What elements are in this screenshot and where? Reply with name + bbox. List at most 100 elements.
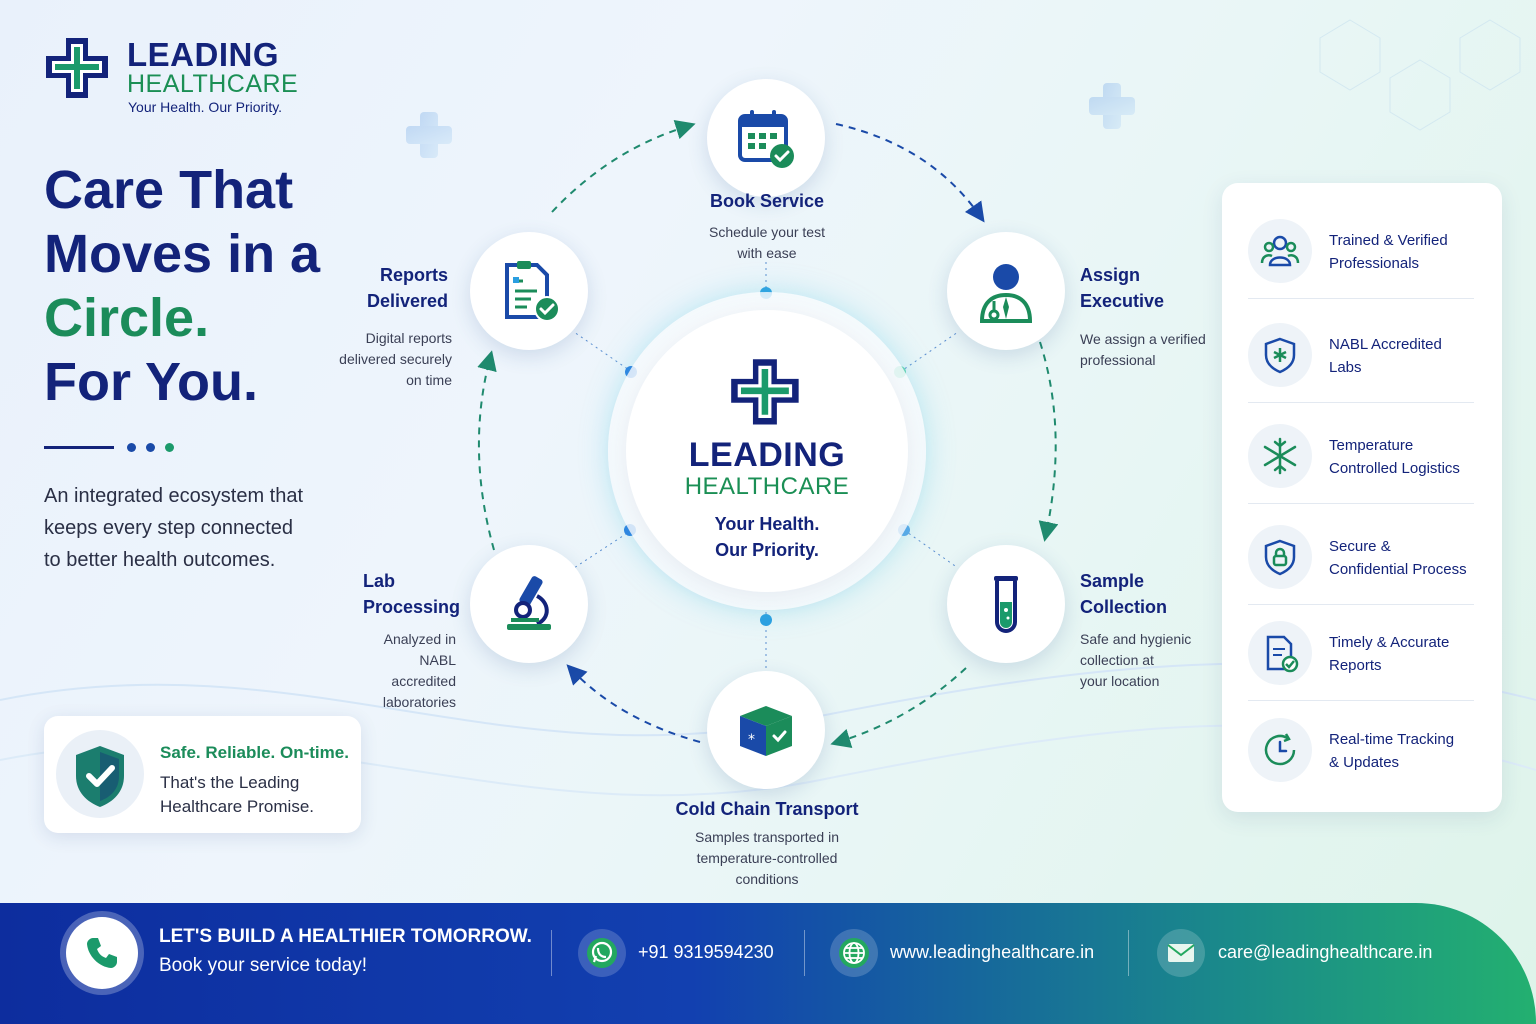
brand-logo-icon [46,38,108,98]
footer-email-link[interactable]: care@leadinghealthcare.in [1218,942,1433,962]
document-check-icon [1248,621,1312,685]
feature-line: Labs [1329,359,1362,376]
step-sample-collection-title: Sample Collection [1080,568,1167,620]
footer-separator [1128,930,1129,976]
feature-divider [1248,700,1474,701]
title-line: Sample [1080,571,1145,591]
desc-line: Schedule your test [709,224,825,240]
brand-name-line1: LEADING [127,36,279,73]
step-reports-delivered-title: Reports Delivered [300,262,448,314]
feature-divider [1248,298,1474,299]
title-line: Processing [363,597,461,617]
title-line: Collection [1080,597,1168,617]
hero-line1: Care That [44,160,294,220]
desc-line: your location [1080,673,1160,689]
desc-line: Analyzed in NABL [383,631,456,668]
center-name-line1: LEADING [688,436,846,474]
footer-separator [551,930,552,976]
shield-snowflake-icon [1248,323,1312,387]
call-button[interactable] [66,917,138,989]
desc-line: with ease [737,245,797,261]
desc-line: temperature-controlled [696,850,838,866]
calendar-check-icon [738,110,794,168]
test-tube-icon [994,576,1018,633]
feature-divider [1248,402,1474,403]
whatsapp-icon[interactable] [578,929,626,977]
feature-line: Controlled Logistics [1329,460,1460,477]
step-book-service-title: Book Service [709,191,825,211]
brand-tagline: Your Health. Our Priority. [128,99,283,115]
footer-website-link[interactable]: www.leadinghealthcare.in [890,942,1095,962]
step-assign-executive-title: Assign Executive [1080,262,1164,314]
desc-line: conditions [735,871,799,887]
feature-line: & Updates [1329,754,1400,771]
feature-divider [1248,503,1474,504]
desc-line: Digital reports [365,330,452,346]
feature-line: Reports [1329,657,1382,674]
shield-lock-icon [1248,525,1312,589]
globe-icon[interactable] [830,929,878,977]
feature-line: Professionals [1329,255,1420,272]
svg-text:*: * [748,732,755,748]
center-tag-line1: Your Health. [714,514,820,534]
title-line: Delivered [366,291,448,311]
center-name-line2: HEALTHCARE [684,473,850,500]
snowflake-icon [1248,424,1312,488]
cold-box-icon: * [740,706,792,756]
phone-icon [87,938,117,968]
feature-line: Secure & [1329,538,1391,555]
team-icon [1248,219,1312,283]
promise-body: That's the Leading Healthcare Promise. [160,773,315,816]
desc-line: laboratories [382,694,456,710]
desc-line: accredited [391,673,456,689]
step-assign-executive-desc: We assign a verified professional [1080,329,1206,371]
footer-cta-subtitle: Book your service today! [159,955,368,976]
promise-headline: Safe. Reliable. On-time. [160,743,349,762]
step-cold-chain-desc: Samples transported in temperature-contr… [695,827,839,890]
feature-divider [1248,604,1474,605]
hero-divider [44,446,114,449]
footer-phone-number[interactable]: +91 9319594230 [638,942,774,962]
feature-item: Real-time Tracking& Updates [1248,702,1476,798]
brand-name-line2: HEALTHCARE [127,70,299,98]
feature-line: Timely & Accurate [1329,634,1450,651]
step-lab-processing-title: Lab Processing [363,568,460,620]
feature-line: NABL Accredited [1329,336,1442,353]
hero-intro: An integrated ecosystem that keeps every… [44,485,304,571]
title-line: Executive [1080,291,1165,311]
doctor-icon [979,264,1033,323]
feature-item: Secure &Confidential Process [1248,509,1476,605]
feature-line: Trained & Verified [1329,232,1448,249]
clock-refresh-icon [1248,718,1312,782]
feature-label: Secure &Confidential Process [1329,535,1479,581]
title-line: Reports [379,265,448,285]
hero-headline: Care That Moves in a Circle. For You. [44,158,320,414]
divider-dot [127,443,136,452]
promise-card: Safe. Reliable. On-time. That's the Lead… [44,716,361,833]
desc-line: Safe and hygienic [1080,631,1192,647]
title-line: Lab [363,571,396,591]
microscope-icon [507,576,551,630]
step-sample-collection [947,545,1065,663]
hero-line3: Circle. [44,288,210,348]
step-lab-processing-desc: Analyzed in NABL accredited laboratories [348,629,456,713]
desc-line: on time [406,372,452,388]
center-tag-line2: Our Priority. [715,540,819,560]
step-book-service [707,79,825,197]
center-circle [626,310,908,592]
footer-separator [804,930,805,976]
promise-shield-icon [56,730,144,818]
mail-icon[interactable] [1157,929,1205,977]
hero-line2: Moves in a [44,224,321,284]
step-cold-chain-title: Cold Chain Transport [675,799,859,819]
feature-label: Real-time Tracking& Updates [1329,728,1479,774]
